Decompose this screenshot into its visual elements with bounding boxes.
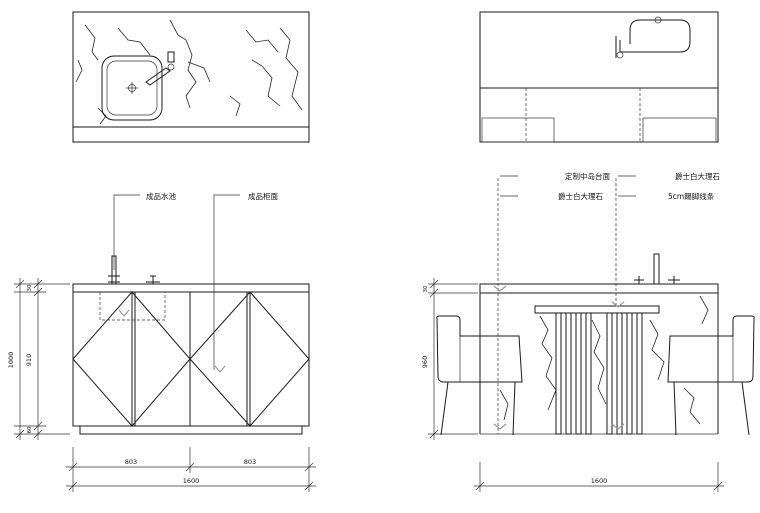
dim-total-width: 1600 — [183, 477, 200, 485]
callout-marble-upper: 爵士白大理石 — [675, 171, 720, 181]
chair-right — [667, 315, 755, 436]
callout-skirting: 5cm踢脚线条 — [668, 191, 715, 201]
chair-left — [436, 315, 523, 436]
dim-total-height: 1000 — [7, 352, 15, 369]
plan-view-sink-counter — [72, 11, 310, 143]
dim-plinth-height: 60 — [27, 426, 33, 433]
dim-body-height: 910 — [25, 354, 33, 366]
faucet-plan-icon — [619, 19, 691, 53]
callout-cabinet: 成品柜面 — [248, 191, 278, 201]
dim-top-thickness: 30 — [27, 284, 33, 291]
table-top — [534, 305, 660, 314]
door-diamond-right — [189, 291, 310, 427]
faucet-icon — [145, 67, 171, 86]
callout-marble-lower: 爵士白大理石 — [558, 191, 603, 201]
front-elevation: 成品水池 成品柜面 1000 910 30 60 803 803 1600 — [7, 191, 316, 492]
sink-bowl-outer — [101, 55, 163, 121]
callout-sink: 成品水池 — [146, 191, 176, 201]
dim-right-width: 803 — [244, 458, 256, 466]
side-elevation: 定制中岛台面 爵士白大理石 爵士白大理石 5cm踢脚线条 30 960 1600 — [421, 171, 755, 492]
table-slats — [555, 312, 643, 435]
faucet-elevation-icon — [108, 255, 160, 285]
dim-side-body-height: 960 — [421, 356, 429, 368]
counter-top — [72, 283, 310, 293]
door-diamond-left — [72, 291, 191, 427]
dim-left-width: 803 — [125, 458, 137, 466]
plan-view-island — [479, 11, 719, 143]
dim-side-total-width: 1600 — [591, 477, 608, 485]
plinth — [79, 425, 303, 435]
island-top — [479, 283, 719, 294]
callout-island-top: 定制中岛台面 — [565, 171, 610, 181]
dim-side-top-thickness: 30 — [423, 285, 429, 292]
